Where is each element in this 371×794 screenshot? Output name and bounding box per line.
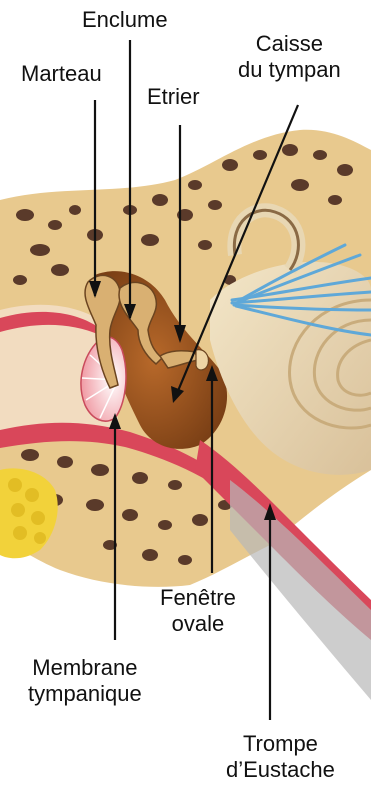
- label-caisse: Caisse du tympan: [238, 31, 341, 83]
- label-fenetre-line1: Fenêtre: [160, 585, 236, 611]
- label-marteau: Marteau: [21, 61, 102, 87]
- label-fenetre-line2: ovale: [160, 611, 236, 637]
- label-fenetre: Fenêtre ovale: [160, 585, 236, 637]
- label-trompe: Trompe d’Eustache: [226, 731, 335, 783]
- label-membrane: Membrane tympanique: [28, 655, 142, 707]
- label-trompe-line1: Trompe: [226, 731, 335, 757]
- label-caisse-line2: du tympan: [238, 57, 341, 83]
- label-etrier: Etrier: [147, 84, 200, 110]
- label-caisse-line1: Caisse: [238, 31, 341, 57]
- label-membrane-line2: tympanique: [28, 681, 142, 707]
- label-membrane-line1: Membrane: [28, 655, 142, 681]
- label-enclume: Enclume: [82, 7, 168, 33]
- label-trompe-line2: d’Eustache: [226, 757, 335, 783]
